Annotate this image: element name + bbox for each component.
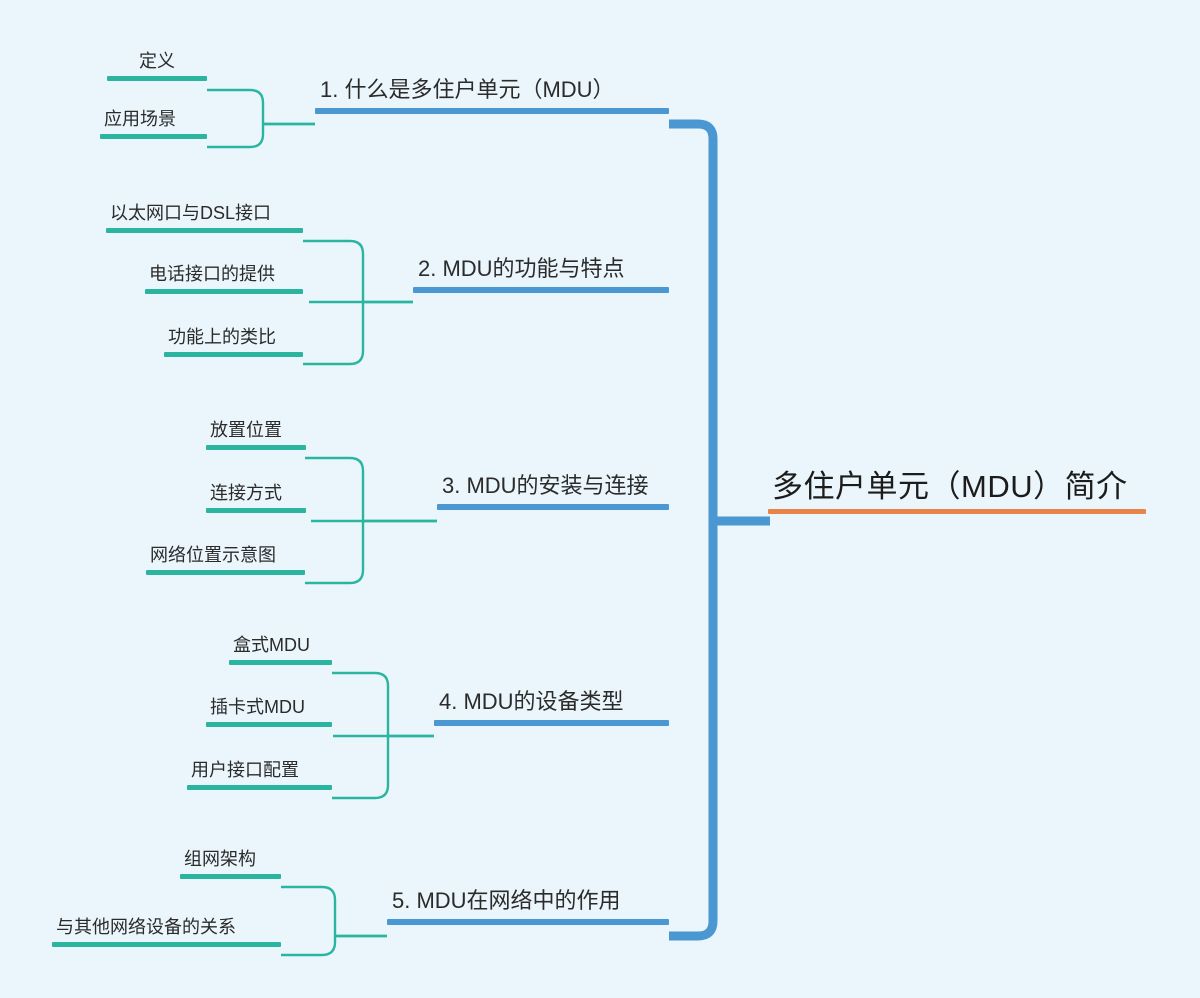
leaf-node-1-2-label: 应用场景	[104, 109, 176, 129]
leaf-node-4-1[interactable]: 盒式MDU	[229, 636, 332, 665]
leaf-node-3-2[interactable]: 连接方式	[206, 484, 306, 513]
branch-node-5[interactable]: 5. MDU在网络中的作用	[387, 890, 669, 925]
leaf-node-1-2-underline	[100, 134, 207, 139]
leaf-bracket-5	[281, 885, 337, 957]
root-node[interactable]: 多住户单元（MDU）简介	[768, 471, 1146, 514]
leaf-node-4-1-underline	[229, 660, 332, 665]
leaf-node-2-1[interactable]: 以太网口与DSL接口	[106, 204, 303, 233]
leaf-node-5-2[interactable]: 与其他网络设备的关系	[52, 918, 281, 947]
branch-node-3[interactable]: 3. MDU的安装与连接	[437, 475, 669, 510]
leaf-node-5-1-underline	[180, 874, 281, 879]
root-node-label: 多住户单元（MDU）简介	[772, 469, 1128, 504]
leaf-node-4-2-underline	[206, 722, 332, 727]
branch-node-1-underline	[315, 108, 669, 114]
leaf-bracket-2	[303, 239, 365, 366]
leaf-node-1-1[interactable]: 定义	[107, 52, 207, 81]
leaf-node-2-2-underline	[145, 289, 303, 294]
leaf-node-3-3-label: 网络位置示意图	[150, 545, 276, 565]
leaf-node-3-1[interactable]: 放置位置	[206, 421, 306, 450]
leaf-node-3-3-underline	[146, 570, 305, 575]
branch-node-2-label: 2. MDU的功能与特点	[418, 256, 625, 281]
leaf-node-1-1-label: 定义	[139, 51, 175, 71]
root-node-underline	[768, 509, 1146, 514]
leaf-node-2-3-underline	[164, 352, 303, 357]
branch-node-1[interactable]: 1. 什么是多住户单元（MDU）	[315, 79, 669, 114]
branch-node-5-underline	[387, 919, 669, 925]
branch-node-2-underline	[413, 287, 669, 293]
leaf-node-1-2[interactable]: 应用场景	[100, 110, 207, 139]
leaf-node-5-1-label: 组网架构	[184, 849, 256, 869]
branch-node-4[interactable]: 4. MDU的设备类型	[434, 691, 669, 726]
leaf-node-4-3-underline	[187, 785, 332, 790]
leaf-node-2-1-underline	[106, 228, 303, 233]
leaf-node-4-3[interactable]: 用户接口配置	[187, 761, 332, 790]
leaf-node-3-2-label: 连接方式	[210, 483, 282, 503]
branch-node-3-label: 3. MDU的安装与连接	[442, 473, 649, 498]
branch-node-5-label: 5. MDU在网络中的作用	[392, 888, 621, 913]
leaf-bracket-3	[305, 456, 365, 585]
leaf-node-4-2[interactable]: 插卡式MDU	[206, 698, 332, 727]
branch-node-4-underline	[434, 720, 669, 726]
leaf-node-2-1-label: 以太网口与DSL接口	[110, 203, 272, 223]
branch-node-1-label: 1. 什么是多住户单元（MDU）	[320, 77, 615, 102]
leaf-node-4-2-label: 插卡式MDU	[210, 697, 305, 717]
leaf-node-2-3-label: 功能上的类比	[168, 327, 276, 347]
leaf-node-2-3[interactable]: 功能上的类比	[164, 328, 303, 357]
leaf-bracket-1	[207, 88, 265, 149]
branch-node-2[interactable]: 2. MDU的功能与特点	[413, 258, 669, 293]
leaf-node-4-1-label: 盒式MDU	[233, 635, 310, 655]
leaf-node-3-1-underline	[206, 445, 306, 450]
leaf-node-5-1[interactable]: 组网架构	[180, 850, 281, 879]
branch-node-3-underline	[437, 504, 669, 510]
leaf-node-3-1-label: 放置位置	[210, 420, 282, 440]
branch-node-4-label: 4. MDU的设备类型	[439, 689, 624, 714]
trunk-connector	[669, 119, 718, 941]
leaf-node-2-2-label: 电话接口的提供	[149, 264, 275, 284]
leaf-bracket-4	[332, 671, 390, 800]
leaf-node-3-2-underline	[206, 508, 306, 513]
leaf-node-1-1-underline	[107, 76, 207, 81]
leaf-node-4-3-label: 用户接口配置	[191, 760, 299, 780]
leaf-node-5-2-underline	[52, 942, 281, 947]
leaf-node-5-2-label: 与其他网络设备的关系	[56, 917, 236, 937]
leaf-node-3-3[interactable]: 网络位置示意图	[146, 546, 305, 575]
leaf-node-2-2[interactable]: 电话接口的提供	[145, 265, 303, 294]
